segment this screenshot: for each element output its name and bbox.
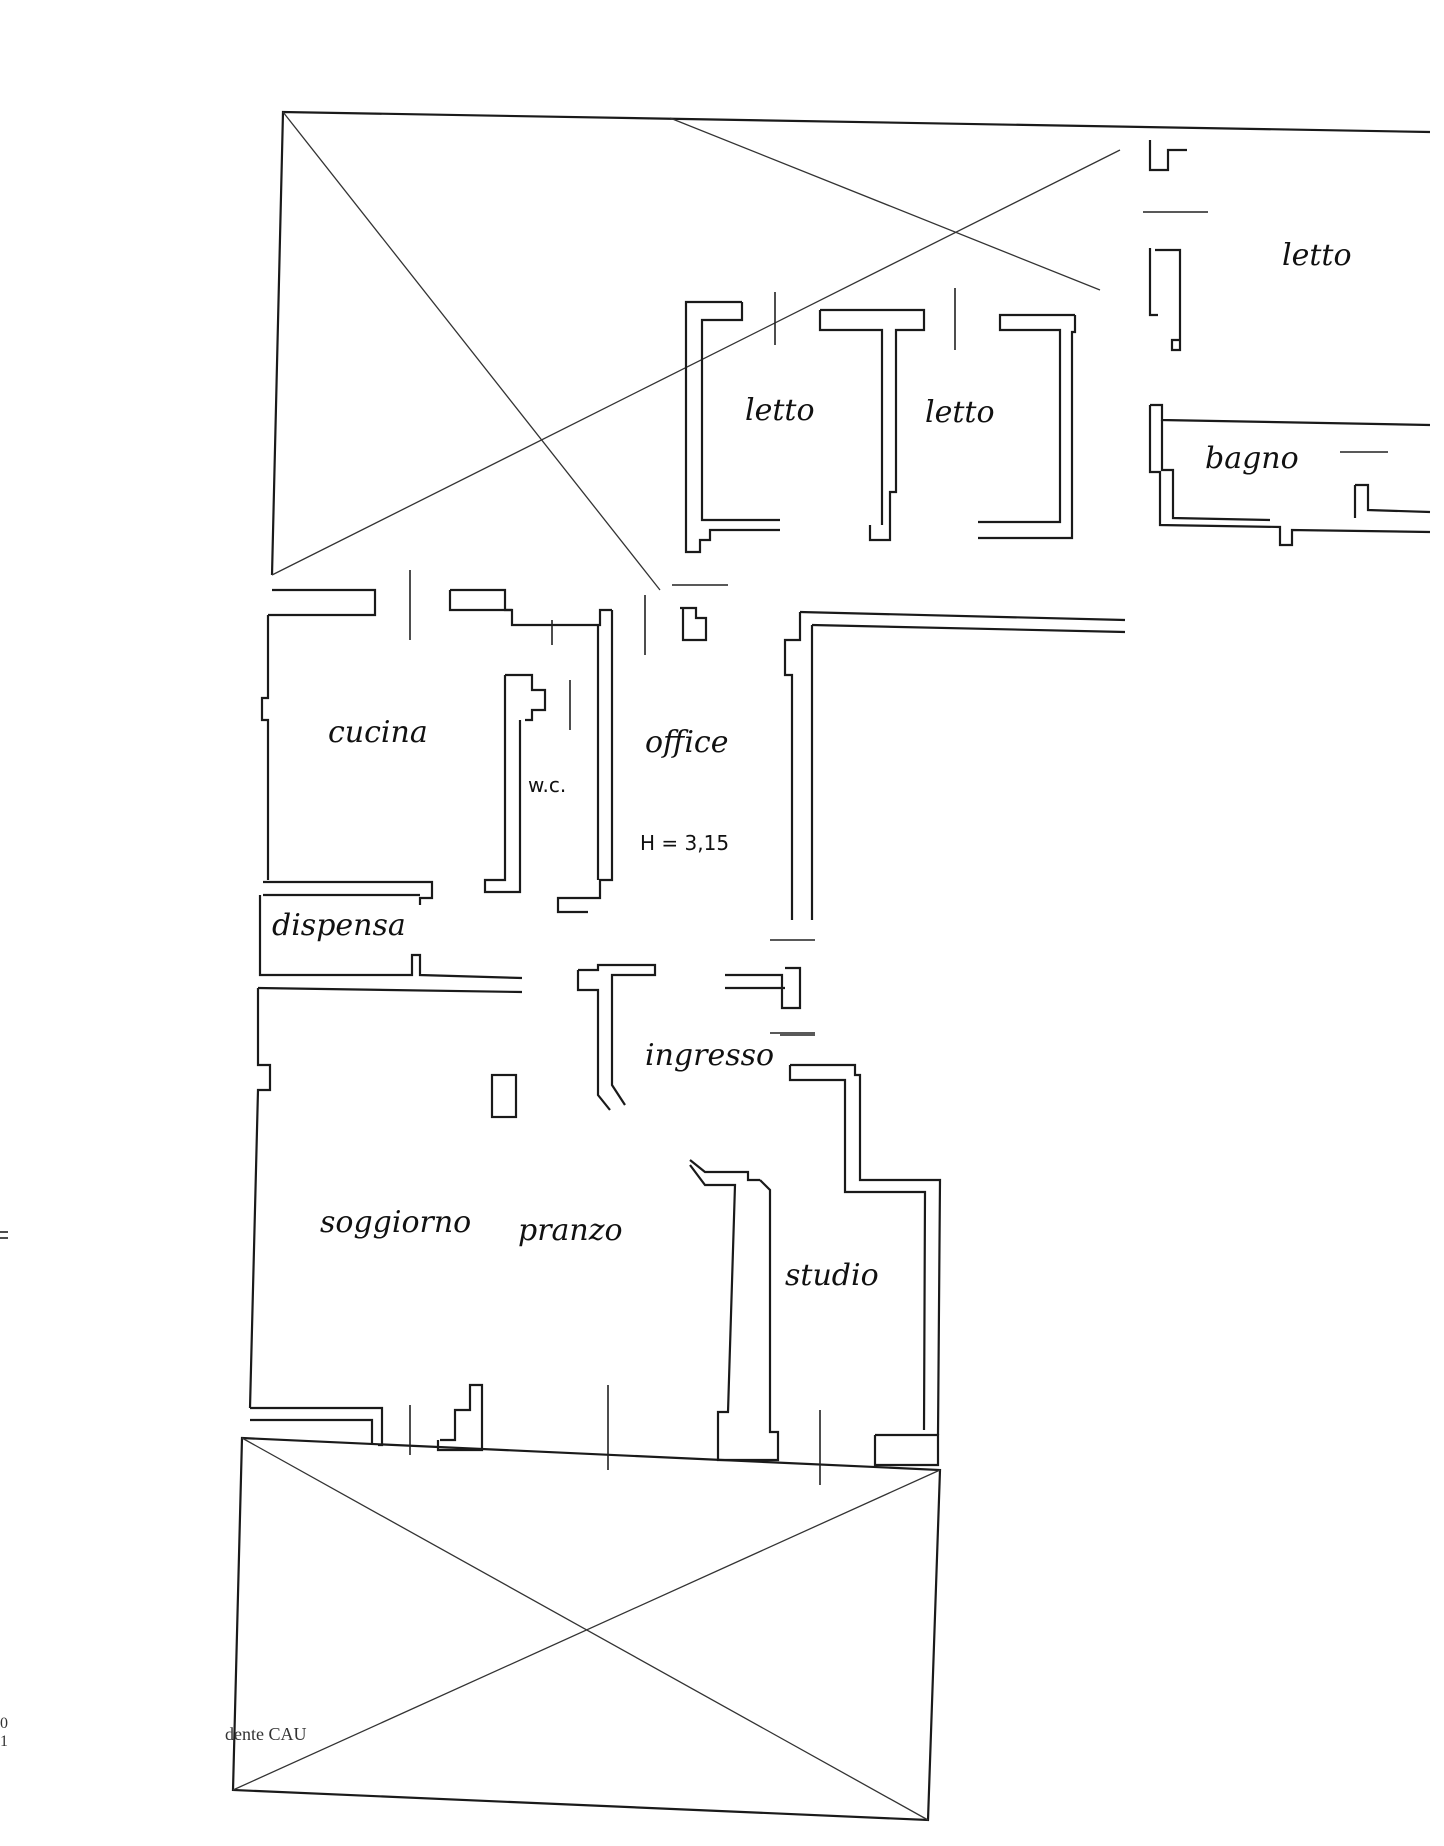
label-letto-left: letto: [745, 393, 815, 428]
label-letto-top-right: letto: [1282, 238, 1352, 273]
label-height: H = 3,15: [640, 831, 729, 855]
letto-rooms-walls: [684, 288, 1077, 554]
label-cucina: cucina: [328, 715, 428, 750]
left-margin-text-2: 1: [0, 1733, 8, 1750]
left-margin-text-1: 0: [0, 1715, 8, 1732]
label-studio: studio: [785, 1258, 879, 1293]
label-pranzo: pranzo: [518, 1213, 623, 1248]
top-courtyard-void: [270, 110, 1431, 591]
label-bagno: bagno: [1205, 441, 1299, 476]
column-block: [490, 1073, 518, 1119]
top-right-wing-walls: [1143, 140, 1431, 547]
label-ingresso: ingresso: [645, 1038, 774, 1073]
dispensa-walls: [257, 895, 523, 994]
room-labels: letto letto letto bagno cucina w.c. offi…: [272, 238, 1352, 1293]
label-letto-middle: letto: [925, 395, 995, 430]
label-dispensa: dispensa: [272, 908, 406, 943]
living-area-walls: [248, 963, 942, 1485]
cucina-wc-walls: [260, 570, 646, 914]
office-walls: [672, 584, 1126, 1034]
label-wc: w.c.: [528, 773, 566, 797]
stamp-text: dente CAU: [225, 1724, 306, 1744]
bottom-courtyard-void: [231, 1436, 942, 1822]
label-office: office: [645, 725, 728, 760]
label-soggiorno: soggiorno: [320, 1205, 471, 1240]
margin-text: dente CAU 0 1: [0, 1231, 306, 1750]
